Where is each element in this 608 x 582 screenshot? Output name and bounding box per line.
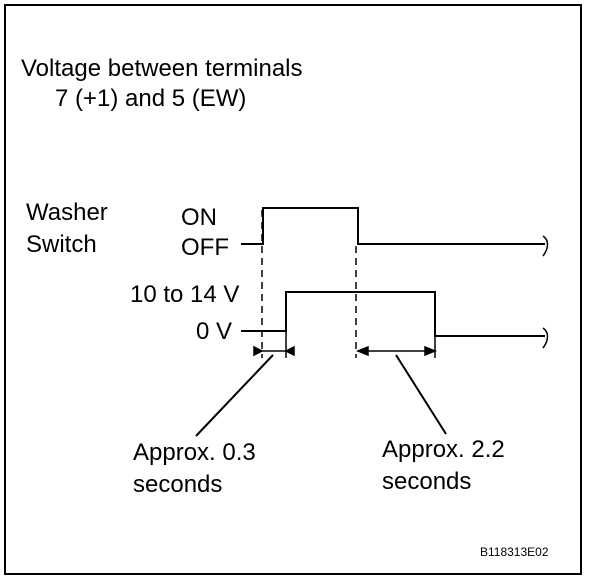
washer-switch-label-1: Washer bbox=[26, 199, 108, 226]
delay-annotation-line-2: seconds bbox=[133, 471, 223, 498]
title-line-2: 7 (+1) and 5 (EW) bbox=[55, 85, 247, 112]
off-label: OFF bbox=[181, 234, 229, 261]
voltage-low-label: 0 V bbox=[196, 318, 233, 345]
washer-switch-label-2: Switch bbox=[26, 231, 97, 258]
delay-annotation-line-1: Approx. 0.3 bbox=[133, 439, 256, 466]
title-line-1: Voltage between terminals bbox=[21, 55, 303, 82]
on-label: ON bbox=[181, 204, 217, 231]
hold-annotation-line-1: Approx. 2.2 bbox=[382, 436, 505, 463]
delay-arrow-left bbox=[253, 345, 264, 357]
delay-leader-line bbox=[195, 354, 274, 437]
diagram-frame bbox=[4, 4, 582, 575]
break-mark-switch bbox=[542, 235, 549, 257]
hold-arrow-left bbox=[355, 345, 369, 357]
hold-arrow-right bbox=[424, 345, 438, 357]
delay-arrow-right bbox=[284, 345, 295, 357]
figure-code: B118313E02 bbox=[480, 545, 549, 559]
voltage-high-label: 10 to 14 V bbox=[130, 281, 240, 308]
hold-annotation-line-2: seconds bbox=[382, 468, 472, 495]
hold-leader-line bbox=[395, 354, 447, 435]
voltage-output-waveform bbox=[241, 291, 545, 337]
break-mark-voltage bbox=[542, 327, 549, 349]
washer-switch-waveform bbox=[241, 207, 545, 245]
